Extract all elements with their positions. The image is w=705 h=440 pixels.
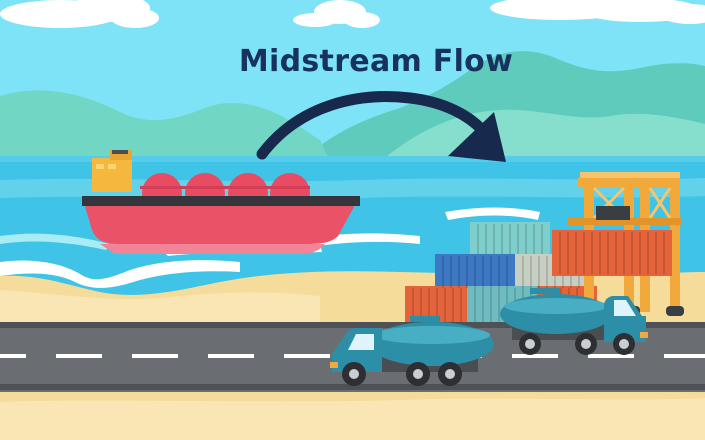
sand-bottom-light [0,398,705,440]
page-title: Midstream Flow [238,44,514,79]
tanker-truck-icon [500,288,648,355]
curved-arrow-icon [256,91,506,162]
sea-horizon [0,156,705,162]
wave-foam [0,233,110,250]
lng-tanker-ship-icon [82,150,360,254]
cloud-icon [0,0,159,28]
wave-foam [0,260,240,288]
sand-light [0,290,320,330]
cloud-icon [293,0,380,28]
wave-foam [445,207,540,220]
tanker-truck-icon [330,316,494,386]
cloud-icon [490,0,705,24]
